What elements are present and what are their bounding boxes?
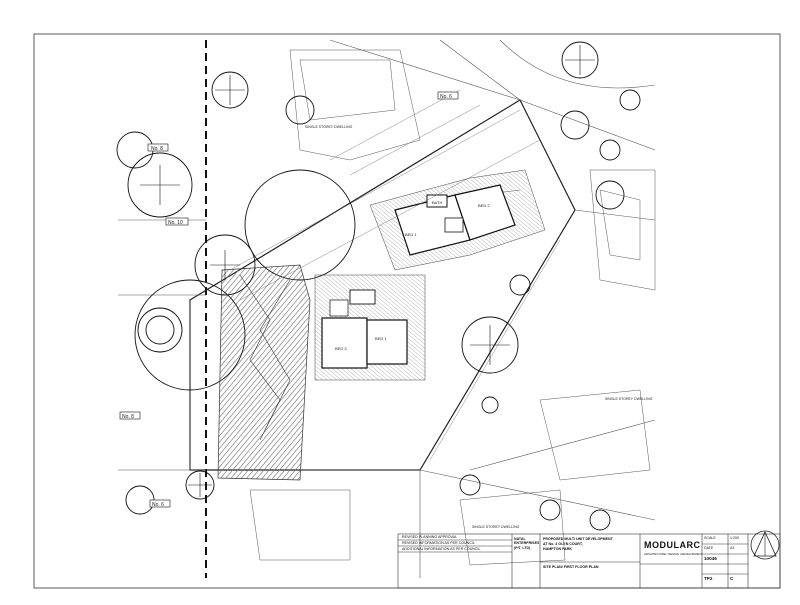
lot-label-no10-left: No. 10	[168, 220, 183, 226]
setback-lines	[189, 89, 561, 471]
label-bed2-upper: BED 2	[478, 203, 490, 208]
client-name: NATAL ENTERPRISES (P/T. LTD)	[514, 537, 539, 550]
revision-row-1: REVISED PLANNING APPROVAL	[402, 535, 458, 539]
revision-letter: C	[730, 576, 734, 581]
upper-dwelling-plan	[369, 169, 546, 271]
neighbour-boundaries	[118, 39, 656, 578]
drawing-number: TP2	[704, 576, 713, 581]
drawing-title: SITE PLAN/ FIRST FLOOR PLAN	[543, 565, 599, 569]
neighbour-roof-ridges	[239, 274, 291, 441]
north-point-icon	[750, 530, 780, 560]
revision-row-3: ADDITIONAL INFORMATION AS PER COUNCIL	[402, 547, 481, 551]
title-block-frame	[397, 533, 781, 589]
company-logo: MODULARC	[644, 540, 701, 550]
label-single-storey-bottom: SINGLE STOREY DWELLING	[472, 525, 520, 529]
scale-value: 1:200	[730, 536, 739, 540]
plan-viewport: BATH BED 1 BED 2 BED 3 BED 1 No. 8 No. 1…	[116, 39, 656, 578]
label-bed1-lower: BED 1	[375, 336, 387, 341]
job-number: 10046	[704, 556, 717, 561]
lot-label-no6-top: No. 6	[440, 94, 452, 100]
sheet-size: A3	[730, 546, 735, 550]
lot-number-labels: No. 8 No. 10 No. 8 No. 6 No. 6	[119, 91, 459, 508]
project-line-2: AT No. 4 GLEN COURT,	[543, 542, 583, 546]
lot-label-no8-bottom: No. 8	[122, 414, 134, 420]
tree-canopies	[116, 41, 641, 531]
label-single-storey-right: SINGLE STOREY DWELLING	[605, 397, 653, 401]
lot-label-no6-bottom: No. 6	[152, 502, 164, 508]
project-line-3: HAMPTON PARK	[543, 547, 573, 551]
company-tagline: ARCHITECTURE | DESIGN | DEVELOPMENT	[644, 552, 702, 556]
date-label: DATE	[704, 546, 714, 550]
label-single-storey-top: SINGLE STOREY DWELLING	[305, 125, 353, 129]
tree-crosshairs	[140, 45, 595, 497]
project-line-1: PROPOSED MULTI UNIT DEVELOPMENT	[543, 537, 613, 541]
label-bed3-lower: BED 3	[335, 346, 347, 351]
label-bed1-upper: BED 1	[405, 232, 417, 237]
label-bath-upper: BATH	[432, 200, 442, 205]
neighbour-roof-hatched	[217, 264, 311, 481]
lot-label-no8-left: No. 8	[151, 146, 163, 152]
revision-row-2: REVISED INFORMATION AS PER COUNCIL	[402, 541, 475, 545]
lower-dwelling-plan	[314, 274, 426, 381]
scale-label: SCALE	[704, 536, 716, 540]
